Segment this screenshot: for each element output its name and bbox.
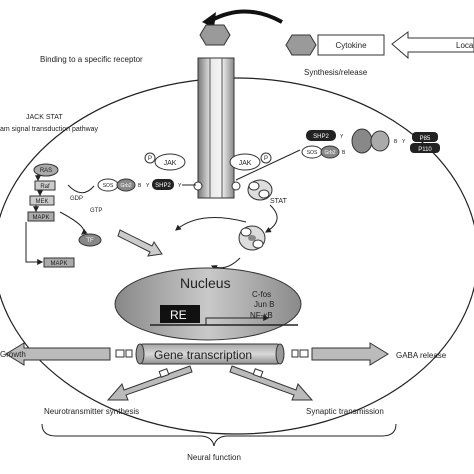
p85-box	[412, 132, 438, 142]
synaptic-label: Synaptic transmission	[306, 407, 384, 416]
gene-junb: Jun B	[254, 300, 274, 309]
gaba-label: GABA release	[396, 351, 447, 360]
mapk-box-2	[43, 257, 75, 268]
local-arrow	[391, 31, 474, 60]
mapk-box-1	[27, 211, 55, 222]
growth-arrow	[5, 342, 111, 366]
synaptic-arrow	[229, 365, 314, 401]
binding-label: Binding to a specific receptor	[40, 55, 143, 64]
neural-function-brace	[41, 423, 397, 447]
cytokine-box	[317, 34, 385, 56]
svg-text:Y: Y	[340, 134, 344, 140]
gaba-arrow	[311, 342, 389, 366]
shp2-right	[306, 130, 336, 141]
cytokine-label: Cytokine	[335, 41, 367, 50]
cytokine-hexagon-left	[199, 24, 231, 46]
arrow-to-nucleus-left	[117, 229, 163, 257]
svg-text:JAK: JAK	[239, 160, 252, 167]
svg-text:MEK: MEK	[35, 199, 48, 205]
phosphate-circle	[231, 181, 241, 191]
svg-text:MAPK: MAPK	[32, 215, 49, 221]
receptor-column	[197, 57, 235, 199]
svg-text:GDP: GDP	[70, 196, 83, 202]
svg-text:Y: Y	[402, 139, 406, 145]
svg-text:B: B	[138, 183, 142, 189]
svg-text:P: P	[148, 156, 152, 162]
pi3k-oval	[351, 128, 373, 154]
shp2-left	[152, 179, 174, 190]
phosphate-circle	[260, 152, 272, 164]
neural-function-label: Neural function	[187, 453, 241, 462]
svg-text:B: B	[394, 139, 398, 145]
cell-membrane	[0, 77, 474, 435]
svg-text:RAS: RAS	[40, 168, 52, 174]
svg-text:TF: TF	[86, 238, 94, 244]
svg-text:P110: P110	[418, 147, 432, 153]
svg-text:RE: RE	[170, 308, 187, 322]
re-box	[160, 305, 200, 323]
svg-text:GTP: GTP	[90, 208, 102, 214]
svg-text:JAK: JAK	[164, 160, 177, 167]
neurotransmitter-arrow	[106, 365, 193, 401]
svg-text:P85: P85	[420, 136, 431, 142]
svg-text:SOS: SOS	[307, 150, 318, 156]
jak-right	[229, 153, 261, 171]
svg-text:Grb2: Grb2	[324, 150, 335, 156]
svg-text:Grb2: Grb2	[120, 183, 131, 189]
grb2-left	[116, 178, 136, 192]
raf-box	[34, 180, 56, 191]
svg-text:Y: Y	[146, 183, 150, 189]
stat-protein-upper	[247, 179, 273, 201]
jak-stat-title: JACK STAT	[26, 114, 63, 121]
gene-transcription-label: Gene transcription	[154, 348, 252, 362]
pi3k-oval-2	[370, 130, 390, 152]
synthesis-label: Synthesis/release	[304, 68, 368, 77]
local-label: Loca	[456, 41, 474, 50]
p110-box	[410, 143, 440, 153]
svg-text:MAPK: MAPK	[50, 261, 67, 267]
svg-text:STAT: STAT	[270, 198, 288, 205]
top-curved-arrow	[211, 9, 283, 24]
gene-cfos: C-fos	[252, 290, 271, 299]
nucleus-title: Nucleus	[180, 275, 231, 291]
svg-text:SHP2: SHP2	[155, 183, 171, 189]
phosphate-circle	[193, 181, 203, 191]
grb2-right	[320, 145, 340, 159]
gene-nfkb: NF-κB	[250, 311, 273, 320]
svg-text:SOS: SOS	[103, 183, 114, 189]
svg-text:SHP2: SHP2	[313, 134, 329, 140]
svg-text:Raf: Raf	[40, 184, 50, 190]
growth-label: Growth	[0, 350, 26, 359]
pathway-label: am signal transduction pathway	[0, 126, 99, 133]
tf-oval	[78, 233, 102, 247]
cytokine-hexagon-right	[285, 34, 317, 56]
ras-oval	[33, 163, 59, 177]
stat-dimer	[238, 225, 266, 251]
jak-left	[154, 153, 186, 171]
neurotransmitter-label: Neurotransmitter synthesis	[44, 407, 139, 416]
arrow-to-nucleus-right	[210, 257, 241, 271]
phosphate-circle	[144, 152, 156, 164]
svg-text:P: P	[264, 156, 268, 162]
svg-text:B: B	[342, 150, 346, 156]
svg-text:Y: Y	[178, 183, 182, 189]
